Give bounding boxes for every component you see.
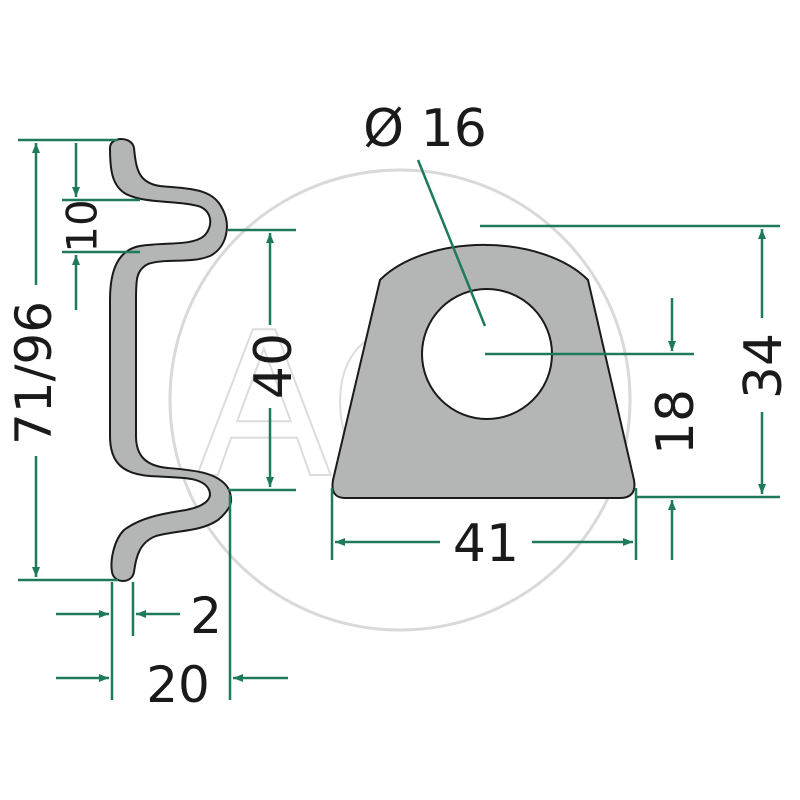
- bend-height-label: 40: [244, 333, 304, 399]
- top-offset-label: 10: [58, 199, 107, 252]
- width-label: 41: [453, 514, 519, 574]
- thickness-label: 2: [190, 587, 222, 645]
- overall-height-label: 71/96: [5, 301, 63, 445]
- plate-height-label: 34: [734, 333, 794, 399]
- watermark-ring: [168, 168, 632, 632]
- dimension-lines: [18, 138, 780, 700]
- hole-diameter-leader: [416, 159, 487, 327]
- hole-center-height-label: 18: [646, 389, 706, 455]
- depth-label: 20: [146, 656, 210, 714]
- side-profile: [109, 138, 233, 582]
- hole-diameter-label: Ø 16: [363, 99, 487, 159]
